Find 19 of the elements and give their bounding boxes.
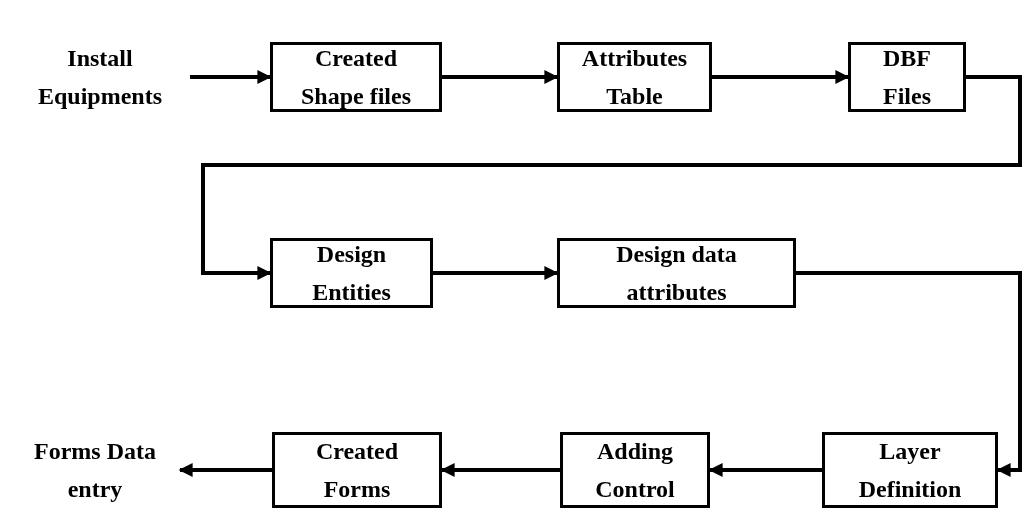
arrow (796, 271, 1022, 477)
arrow (712, 70, 850, 84)
arrow (708, 463, 822, 477)
arrow (442, 70, 559, 84)
arrow (440, 463, 560, 477)
process-box: Adding Control (560, 432, 710, 508)
arrow (190, 70, 272, 84)
process-box: Design data attributes (557, 238, 796, 308)
arrow (201, 75, 1022, 280)
arrow (433, 266, 559, 280)
step-label: Forms Data entry (10, 438, 180, 502)
process-box: Attributes Table (557, 42, 712, 112)
process-box: Design Entities (270, 238, 433, 308)
process-box: Created Shape files (270, 42, 442, 112)
arrow (178, 463, 272, 477)
process-box: Created Forms (272, 432, 442, 508)
step-label: Install Equipments (10, 45, 190, 109)
process-box: Layer Definition (822, 432, 998, 508)
process-box: DBF Files (848, 42, 966, 112)
